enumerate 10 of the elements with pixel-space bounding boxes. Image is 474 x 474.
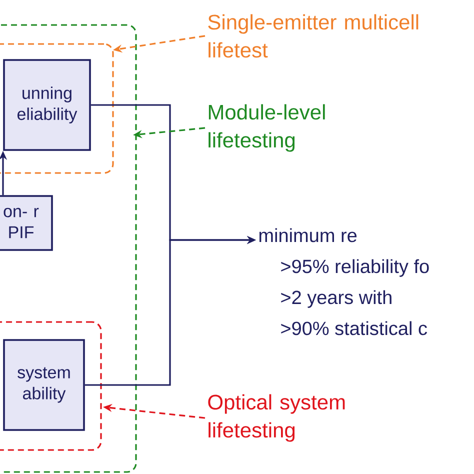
callout-text: Module-level lifetesting [208, 104, 325, 152]
process-box: on- r PIF [0, 195, 53, 251]
process-box: unning eliability [3, 59, 91, 151]
callout-text: Single-emitter multicell lifetest [208, 14, 418, 58]
callout-text: Optical system lifetesting [208, 394, 345, 442]
dashed-group-outline [0, 321, 102, 451]
process-box: system ability [3, 339, 85, 431]
dashed-group-outline [0, 24, 137, 473]
dashed-group-outline [0, 43, 114, 174]
requirement-text: minimum re >95% reliability fo >2 years with >90% statistical c [259, 228, 429, 336]
